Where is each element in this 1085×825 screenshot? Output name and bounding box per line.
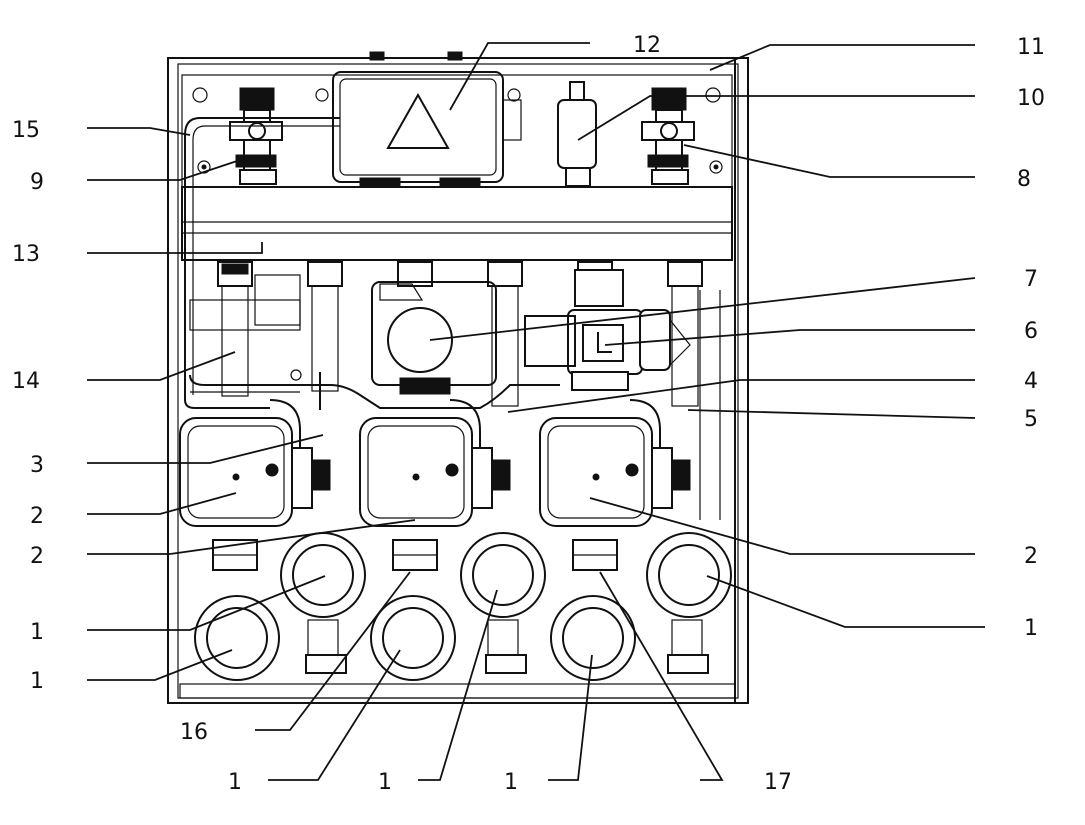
capillary-pipe	[184, 117, 340, 409]
callout-1-bottom-c: 1	[504, 770, 518, 795]
callout-1-left-a: 1	[30, 620, 44, 645]
callout-labels: 12 11 10 8 15 9 13 7 6 14 4 5 3 2 2 2 1 …	[12, 33, 1045, 795]
control-box	[315, 71, 522, 187]
shutoff-valve-lower-3	[550, 595, 636, 681]
callout-6: 6	[1024, 319, 1038, 344]
circulation-pump-3	[539, 417, 691, 527]
ball-valve-right	[641, 87, 695, 185]
air-vent	[557, 81, 597, 187]
connection-pipes	[189, 372, 661, 455]
shutoff-valve-lower-2	[370, 595, 456, 681]
circulation-pump-1	[179, 417, 331, 527]
callout-10: 10	[1017, 86, 1045, 111]
mixing-valve-actuator	[371, 281, 497, 395]
shutoff-valve-upper-2	[460, 532, 546, 618]
callout-2-right: 2	[1024, 544, 1038, 569]
ball-valve-left	[229, 87, 283, 185]
callout-9: 9	[30, 170, 44, 195]
shutoff-valve-upper-1	[280, 532, 366, 618]
callout-13: 13	[12, 242, 40, 267]
callout-1-left-b: 1	[30, 669, 44, 694]
callout-1-right: 1	[1024, 616, 1038, 641]
shutoff-valves	[194, 532, 732, 681]
callout-5: 5	[1024, 407, 1038, 432]
callout-1-bottom-a: 1	[228, 770, 242, 795]
callout-2-left-b: 2	[30, 544, 44, 569]
circulation-pump-2	[359, 417, 511, 527]
callout-11: 11	[1017, 35, 1045, 60]
callout-2-left-a: 2	[30, 504, 44, 529]
callout-1-bottom-b: 1	[378, 770, 392, 795]
callout-15: 15	[12, 118, 40, 143]
callout-16: 16	[180, 720, 208, 745]
shutoff-valve-lower-1	[194, 595, 280, 681]
callout-8: 8	[1017, 167, 1031, 192]
leader-lines	[87, 42, 985, 781]
callout-3: 3	[30, 453, 44, 478]
shutoff-valve-upper-3	[646, 532, 732, 618]
three-way-mixing-valve	[524, 269, 691, 391]
callout-17: 17	[764, 770, 792, 795]
callout-7: 7	[1024, 267, 1038, 292]
pump-unions	[212, 539, 618, 571]
callout-14: 14	[12, 369, 40, 394]
callout-4: 4	[1024, 369, 1038, 394]
distribution-manifold	[181, 186, 733, 261]
manifold-outlets	[189, 261, 703, 407]
callout-12: 12	[633, 33, 661, 58]
